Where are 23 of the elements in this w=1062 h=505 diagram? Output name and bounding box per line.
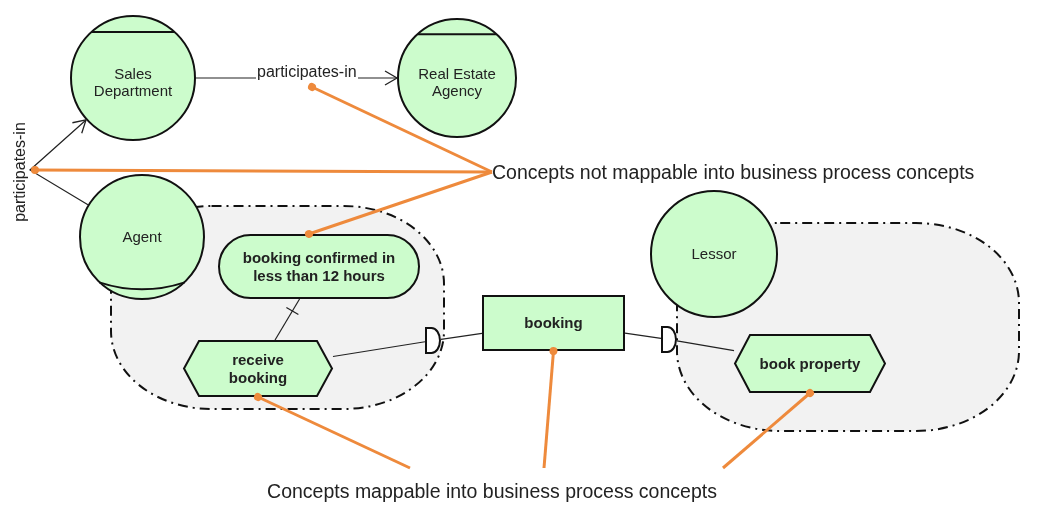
node-label: Agent xyxy=(122,228,162,246)
node-label: receive booking xyxy=(227,351,289,386)
relationship-arrow xyxy=(29,119,89,206)
link-line xyxy=(274,298,301,341)
annotation-text: Concepts not mappable into business process concepts xyxy=(492,160,975,184)
node-label: book property xyxy=(759,354,861,373)
node-label: Lessor xyxy=(691,245,737,263)
leader-line xyxy=(304,170,493,238)
edge-label: participates-in xyxy=(256,63,358,81)
link-line xyxy=(440,332,483,340)
node-label: booking confirmed in less than 12 hours xyxy=(241,249,397,284)
link-line xyxy=(332,341,426,358)
node-label: Sales Department xyxy=(92,64,174,100)
leader-line xyxy=(31,166,492,174)
leader-line xyxy=(542,347,558,469)
node-label: Real Estate Agency xyxy=(417,64,497,100)
link-line xyxy=(624,332,662,339)
leader-line xyxy=(254,393,411,470)
link-line xyxy=(676,340,735,352)
edge-label: participates-in xyxy=(10,121,29,223)
annotation-text: Concepts mappable into business process concepts xyxy=(267,479,717,503)
node-label: booking xyxy=(524,314,583,332)
leader-line xyxy=(722,389,814,470)
